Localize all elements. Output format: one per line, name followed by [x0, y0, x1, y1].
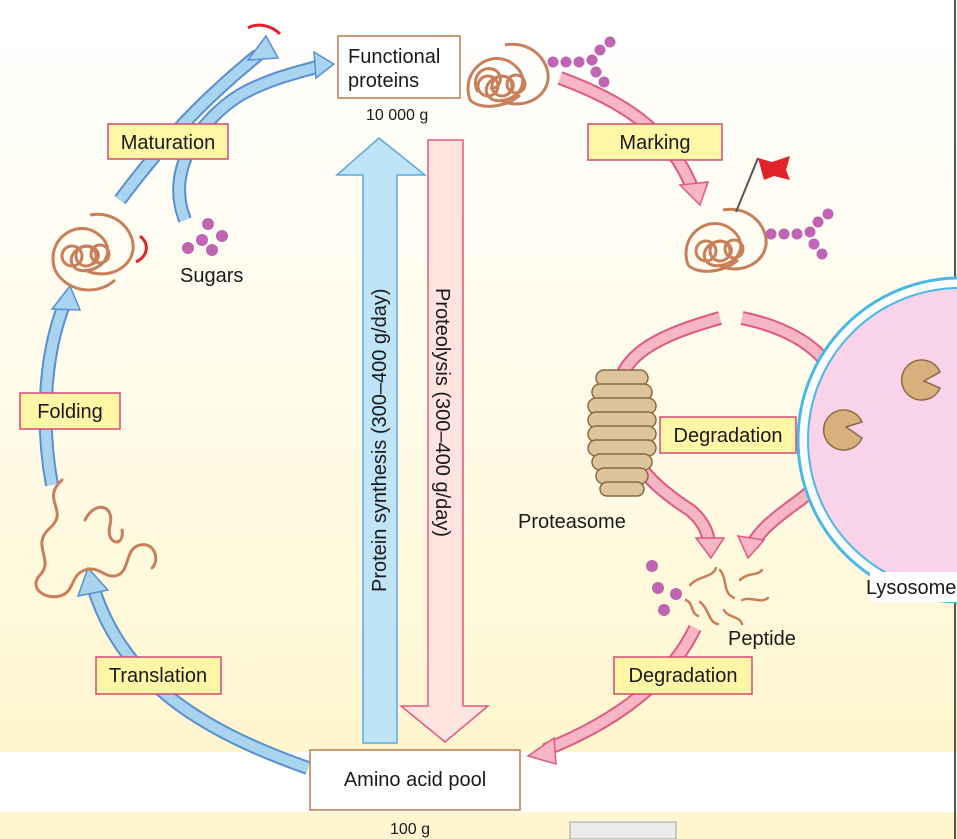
enzyme-icon: [822, 409, 864, 451]
protein-synthesis-arrow: [335, 137, 428, 744]
marked-protein-icon: [684, 207, 768, 273]
functional-protein-icon: [466, 42, 550, 108]
amino-acid-pool-label: Amino acid pool: [344, 769, 486, 791]
svg-text:Folding: Folding: [37, 401, 103, 423]
functional-proteins-mass: 10 000 g: [366, 107, 428, 124]
degradation-step-label-bottom: Degradation: [613, 656, 753, 695]
proteasome: [587, 369, 657, 497]
proteasome-label: Proteasome: [518, 511, 626, 533]
marking-arrow: [557, 71, 710, 207]
sugars-label: Sugars: [180, 265, 243, 287]
peptide-fragments-icon: [684, 566, 770, 626]
maturation-step-label: Maturation: [107, 123, 229, 160]
translation-step-label: Translation: [95, 656, 222, 695]
free-sugars-icon: [646, 560, 682, 616]
functional-proteins-box: Functional proteins: [337, 35, 461, 99]
bottom-grey-box: [569, 821, 677, 839]
proteolysis-arrow: [398, 139, 491, 743]
lysosome-label: Lysosome: [866, 577, 956, 599]
degradation-step-label-middle: Degradation: [659, 416, 797, 454]
sugar-chain-top: [547, 36, 616, 88]
proteolysis-label: Proteolysis (300–400 g/day): [431, 288, 453, 537]
svg-text:Translation: Translation: [109, 665, 207, 687]
protein-synthesis-label: Protein synthesis (300–400 g/day): [369, 288, 391, 592]
flag-icon: [735, 156, 790, 213]
svg-text:Degradation: Degradation: [674, 425, 783, 447]
degradation-bottom-arrow: [526, 624, 702, 766]
lysosome: [796, 276, 957, 604]
peptide-label: Peptide: [728, 628, 796, 650]
unfolded-chain-icon: [34, 478, 158, 599]
maturation-arrows: [114, 23, 336, 223]
folded-protein-icon: [51, 212, 148, 292]
amino-acid-pool-box: Amino acid pool: [309, 749, 521, 811]
svg-text:Degradation: Degradation: [629, 665, 738, 687]
folding-arc-arrow: [38, 284, 82, 487]
background-strip-bottom: [0, 812, 957, 839]
amino-acid-pool-mass: 100 g: [390, 821, 430, 838]
svg-text:Marking: Marking: [619, 132, 690, 154]
folding-step-label: Folding: [19, 392, 121, 430]
svg-text:Maturation: Maturation: [121, 132, 216, 154]
marking-step-label: Marking: [587, 123, 723, 161]
enzyme-icon: [900, 359, 941, 401]
sugars-icon: [182, 218, 228, 256]
functional-proteins-line1: Functional: [348, 46, 440, 68]
translation-arc-arrow: [76, 566, 311, 775]
functional-proteins-line2: proteins: [348, 70, 419, 92]
sugar-chain-marked: [765, 208, 834, 260]
